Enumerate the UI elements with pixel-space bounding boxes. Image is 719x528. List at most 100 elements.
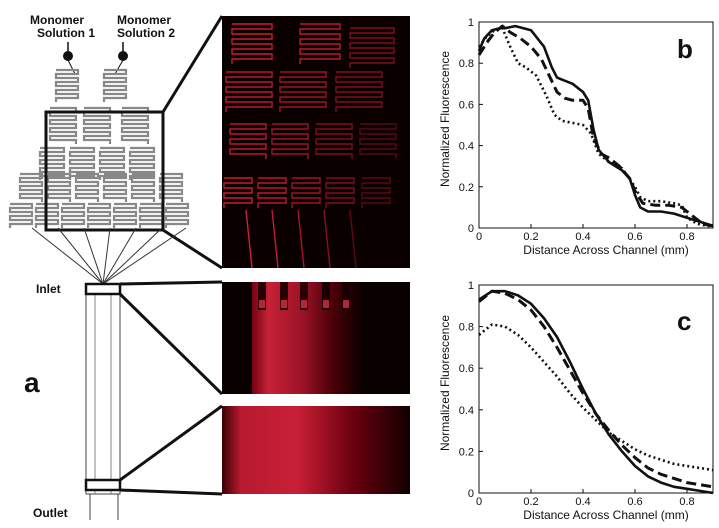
inlet-finger-highlight [281,300,287,308]
fluorescent-channel [245,209,253,269]
x-tick-label: 0.2 [523,231,538,243]
inlet-finger [258,282,266,310]
channel-feed-lines [31,227,187,285]
main-channel [85,285,121,495]
fluorescent-serpentine [271,123,309,159]
monomer1-label-line1: Monomer [30,13,84,27]
y-tick-label: 0.6 [459,363,474,375]
inlet-finger [342,282,350,310]
fluorescent-serpentine [231,23,273,64]
series-line-dashed [477,24,714,228]
fluorescent-serpentine [225,71,273,112]
fluorescent-channel [323,209,331,269]
inlet-finger [322,282,330,310]
x-tick-label: 0.4 [575,496,590,508]
series-line-dashed [478,289,714,489]
serpentine-mixer [128,146,156,180]
serpentine-mixer [54,68,80,102]
serpentine-mixer [102,68,128,102]
fluorescent-serpentine [325,177,355,208]
y-tick-label: 0.6 [459,99,474,111]
fluorescence-images [222,16,410,494]
y-tick-label: 0 [468,223,474,235]
fluorescent-channel [297,209,305,269]
x-tick-label: 0 [476,496,482,508]
x-axis-label: Distance Across Channel (mm) [523,508,688,522]
panel-c-letter: c [677,306,691,336]
y-tick-label: 0.4 [459,405,474,417]
serpentine-mixer [86,202,112,228]
panel-a: Monomer Solution 1 Monomer Solution 2 In… [8,13,224,520]
outlet-box [84,478,122,492]
serpentine-mixer [138,202,164,228]
inlet-finger [300,282,308,310]
serpentine-mixer [130,172,156,202]
serpentine-mixer [102,172,128,202]
y-axis-label: Normalized Fluorescence [438,51,452,187]
serpentine-mixer [18,172,44,202]
serpentine-mixer [46,172,72,202]
y-tick-label: 0.4 [459,141,474,153]
series-line-solid [477,24,714,228]
feed-line [57,227,104,285]
fluorescent-serpentine [315,123,353,159]
panel-b-letter: b [677,34,693,64]
panel-a-letter: a [24,367,40,398]
x-tick-label: 0.6 [627,231,642,243]
inlet-finger-highlight [343,300,349,308]
fluorescent-serpentine [229,123,267,159]
fluorescent-serpentine [349,27,395,68]
y-tick-label: 0.2 [459,446,474,458]
fluorescent-serpentine [361,177,391,208]
serpentine-mixer [164,202,190,228]
feed-line [83,227,104,285]
inlet-box [84,282,122,296]
y-tick-label: 1 [468,17,474,29]
y-axis-label: Normalized Fluorescence [438,315,452,451]
fluorescent-serpentine [335,71,383,112]
x-tick-label: 0.8 [679,231,694,243]
fluorescent-serpentine [299,23,341,64]
feed-line [102,227,111,285]
mixer-fluorescence-network [223,23,397,269]
fluorescent-serpentine [223,177,253,208]
mixer-network [8,68,190,228]
x-tick-label: 0.4 [575,231,590,243]
serpentine-mixer [60,202,86,228]
inlet-finger [280,282,288,310]
series-line-dotted [477,26,713,228]
zoom-frame [44,110,165,232]
x-tick-label: 0.6 [627,496,642,508]
feed-line [31,227,104,285]
y-tick-label: 0.8 [459,58,474,70]
serpentine-mixer [8,202,34,228]
serpentine-mixer [34,202,60,228]
x-tick-label: 0.8 [679,496,694,508]
outlet-label: Outlet [33,506,68,520]
feed-line [102,227,187,285]
monomer1-label-line2: Solution 1 [37,26,95,40]
serpentine-mixer [98,146,126,180]
plot-frame [478,284,714,494]
y-tick-label: 0.8 [459,322,474,334]
y-tick-label: 0.2 [459,182,474,194]
serpentine-mixer [68,146,96,180]
serpentine-mixer [38,146,66,180]
feed-line [102,227,137,285]
fluorescent-serpentine [291,177,321,208]
serpentine-mixer [112,202,138,228]
plot-frame [478,21,714,229]
x-axis-label: Distance Across Channel (mm) [523,243,688,257]
fluorescent-channel [349,209,357,269]
inlet-label: Inlet [36,282,61,296]
series-line-dotted [478,323,714,472]
inlet-channel-fingers [258,282,350,310]
fluorescent-serpentine [279,71,327,112]
x-tick-label: 0 [476,231,482,243]
serpentine-mixer [158,172,184,202]
fluorescent-serpentine [359,123,397,159]
inlet-finger-highlight [323,300,329,308]
